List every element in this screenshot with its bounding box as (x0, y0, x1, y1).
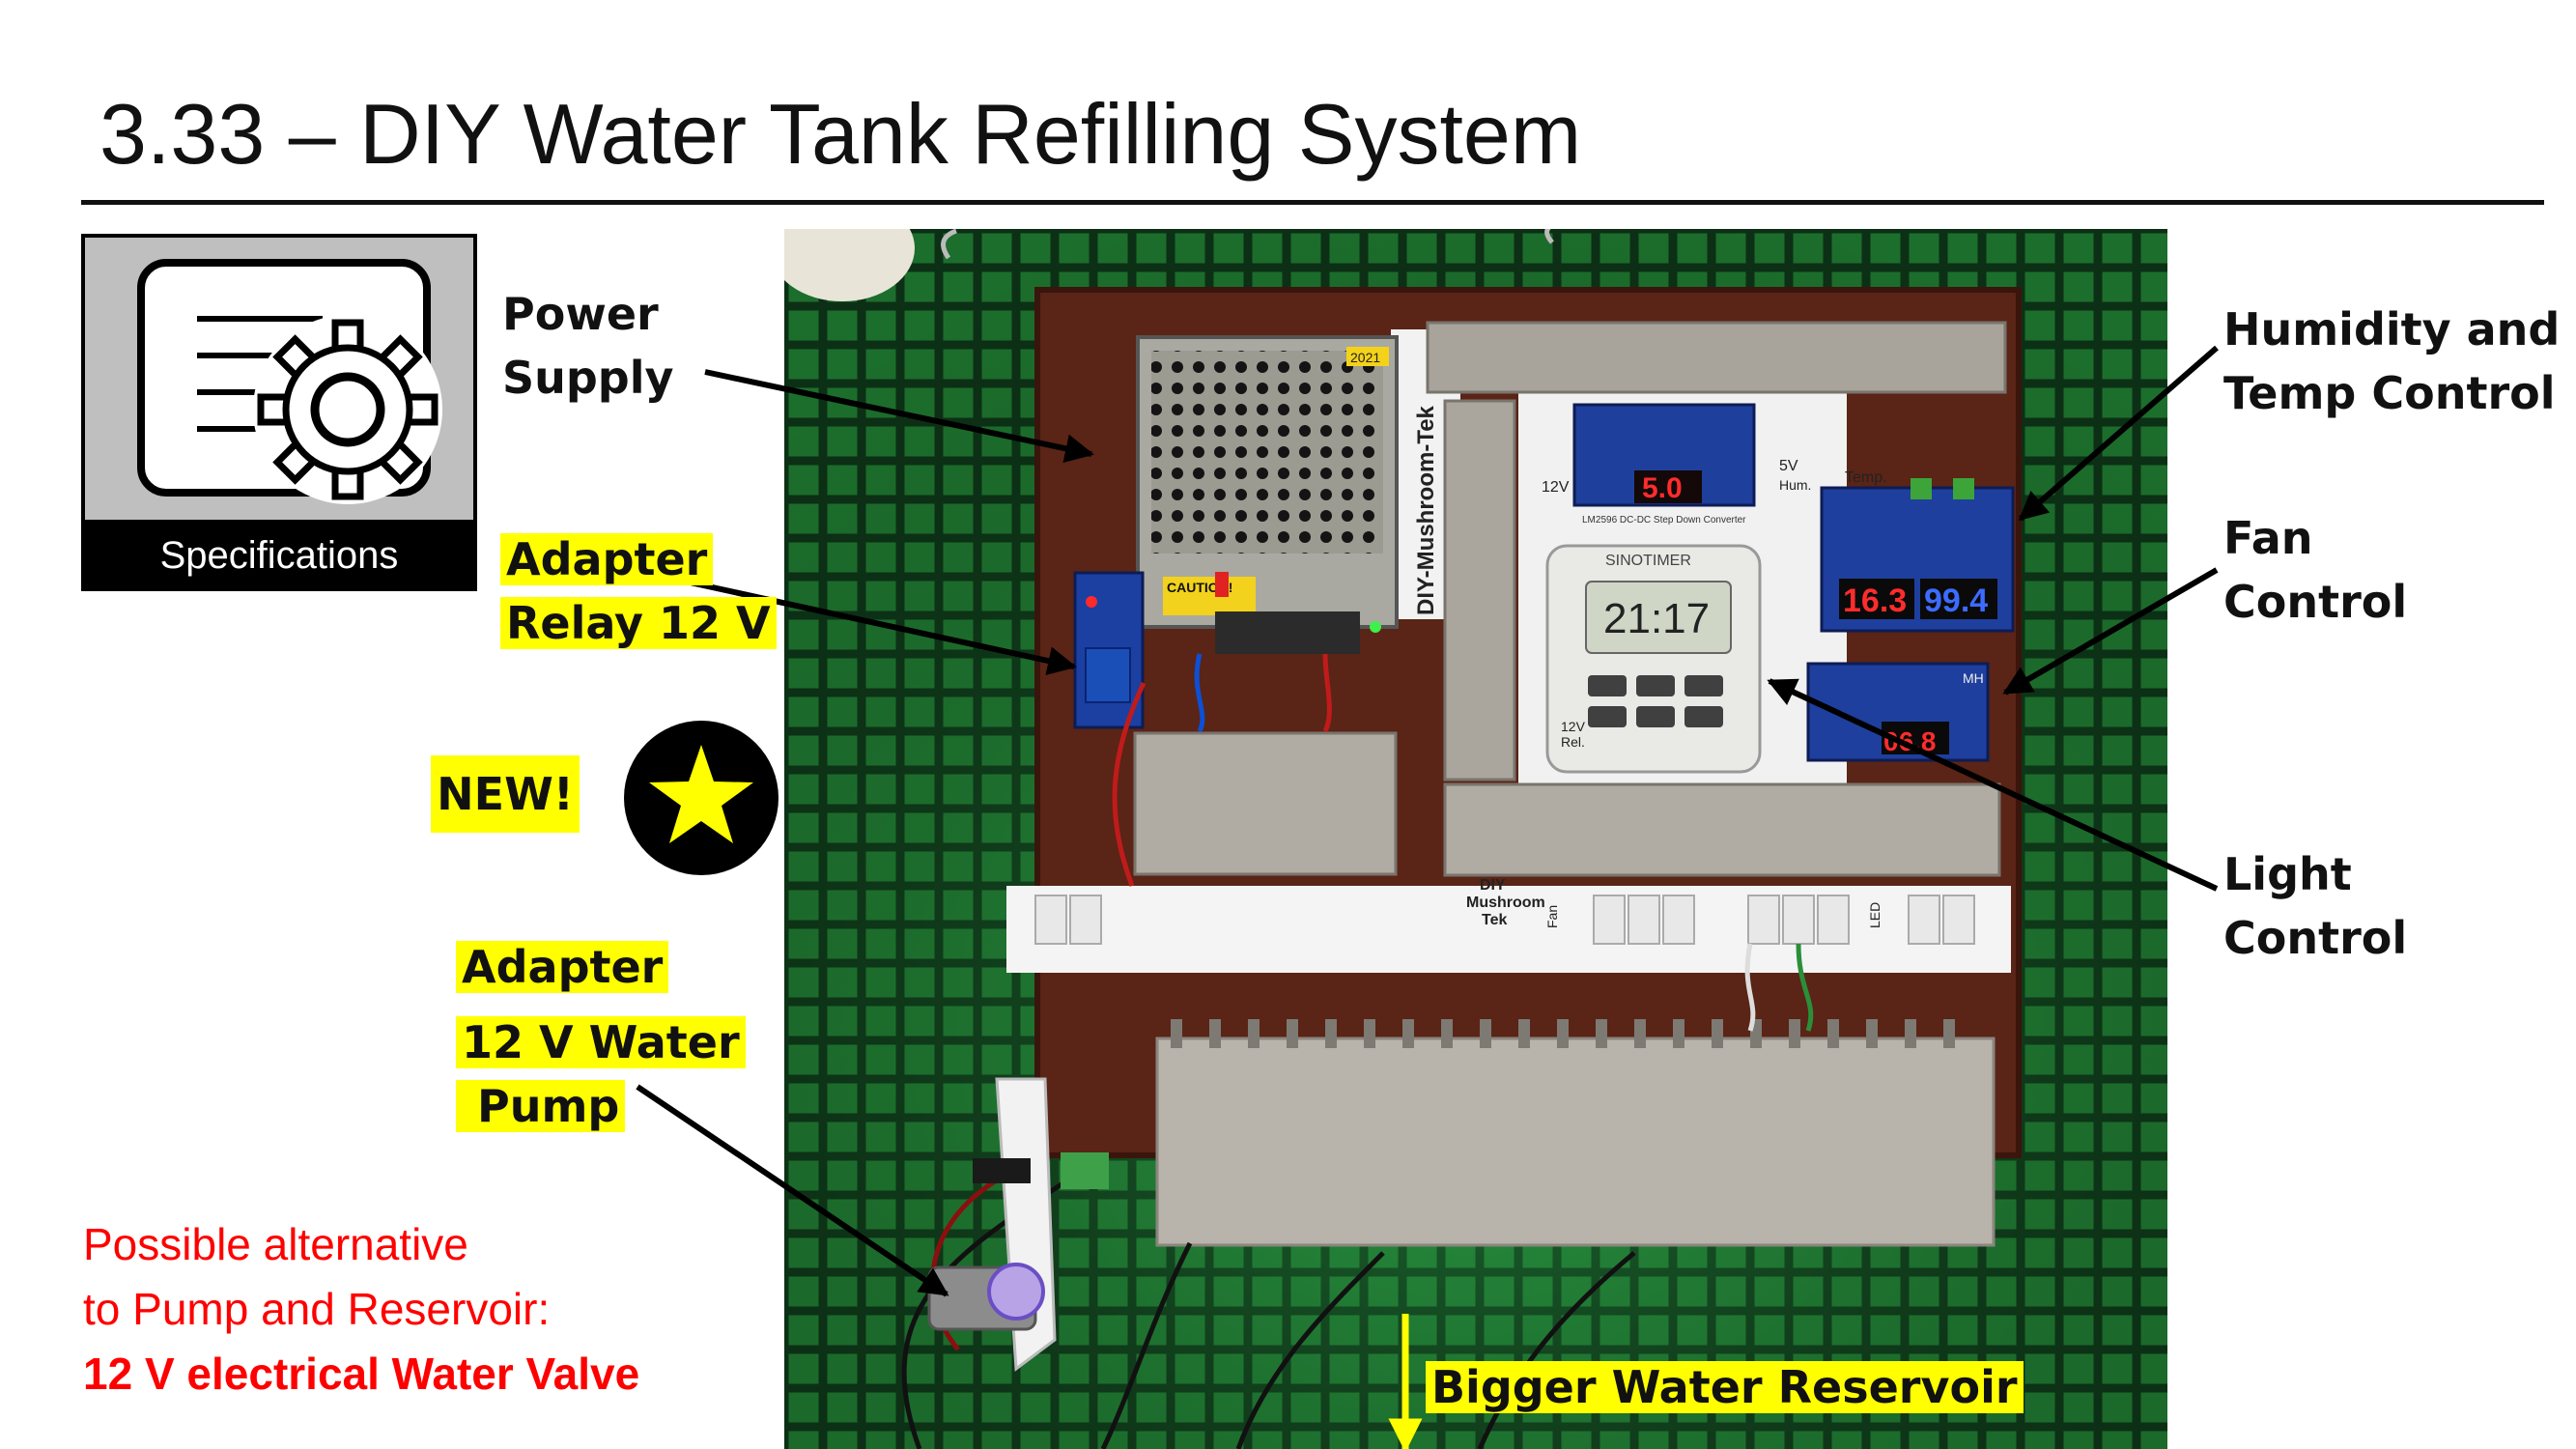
power-supply-line-2: Supply (502, 352, 674, 404)
reservoir-text: Bigger Water Reservoir (1426, 1361, 2024, 1413)
adapter-relay-line-2: Relay 12 V (500, 597, 777, 649)
specifications-label: Specifications (81, 520, 477, 591)
label-12v-rel: 12V (1561, 719, 1586, 734)
converter-display: 5.0 (1642, 472, 1683, 504)
specifications-button[interactable]: Specifications (81, 234, 477, 591)
label-hum: Hum. (1779, 477, 1811, 493)
fan-control-line-1: Fan (2223, 512, 2313, 564)
power-supply-line-1: Power (502, 288, 659, 340)
alternative-line-1: Possible alternative (83, 1219, 468, 1269)
humidity-temp-label: Humidity and Temp Control (2223, 298, 2560, 425)
light-control-label: Light Control (2223, 842, 2407, 970)
pump-arrow (636, 1084, 949, 1297)
fan-control-label: Fan Control (2223, 506, 2407, 634)
light-control-line-2: Control (2223, 912, 2408, 964)
title-underline (81, 200, 2544, 205)
timer-brand: SINOTIMER (1605, 553, 1691, 569)
label-rel: Rel. (1561, 734, 1585, 750)
humidity-display: 99.4 (1924, 582, 1988, 619)
power-supply-label: Power Supply (502, 282, 674, 410)
alternative-note: Possible alternative to Pump and Reservo… (83, 1212, 639, 1406)
fan-control-line-2: Control (2223, 576, 2408, 628)
light-control-line-1: Light (2223, 848, 2352, 900)
label-led: LED (1867, 902, 1882, 928)
light-arrow (1767, 678, 2219, 892)
label-5v-hum: 5V (1779, 458, 1798, 474)
humidity-temp-line-1: Humidity and (2223, 303, 2561, 355)
document-gear-icon (81, 234, 477, 524)
alternative-line-2: to Pump and Reservoir: (83, 1284, 551, 1334)
power-supply-arrow (704, 369, 1094, 464)
label-fan: Fan (1544, 905, 1560, 928)
converter-caption: LM2596 DC-DC Step Down Converter (1582, 515, 1746, 526)
control-board-photo: DIY-Mushroom-Tek 2021 CAUTION! (784, 229, 2167, 1449)
reservoir-label: Bigger Water Reservoir (1426, 1355, 2024, 1419)
label-mh: MH (1963, 670, 1984, 686)
terminal-name-2: Mushroom (1466, 895, 1545, 911)
adapter-pump-line-3: Pump (456, 1080, 626, 1132)
adapter-pump-label: Adapter 12 V Water Pump (456, 935, 746, 1138)
star-icon (624, 721, 778, 875)
humidity-temp-line-2: Temp Control (2223, 367, 2556, 419)
adapter-pump-line-1: Adapter (456, 941, 669, 993)
new-badge-label: NEW! (431, 755, 580, 833)
alternative-line-3: 12 V electrical Water Valve (83, 1349, 640, 1399)
terminal-name-1: DIY (1480, 877, 1506, 894)
temp-display: 16.3 (1843, 582, 1907, 619)
adapter-relay-label: Adapter Relay 12 V (500, 527, 777, 655)
relay-arrow (685, 579, 1077, 675)
label-12v-a: 12V (1542, 479, 1570, 496)
humidity-arrow (2018, 345, 2219, 522)
label-temp: Temp. (1845, 469, 1887, 486)
adapter-pump-line-2: 12 V Water (456, 1016, 746, 1068)
terminal-name-3: Tek (1482, 912, 1507, 928)
page-title: 3.33 – DIY Water Tank Refilling System (99, 86, 1582, 182)
timer-display: 21:17 (1603, 595, 1710, 642)
fan-arrow (2002, 567, 2219, 696)
board-name-label: DIY-Mushroom-Tek (1413, 405, 1439, 615)
adapter-relay-line-1: Adapter (500, 533, 714, 585)
psu-year-label: 2021 (1350, 350, 1380, 365)
